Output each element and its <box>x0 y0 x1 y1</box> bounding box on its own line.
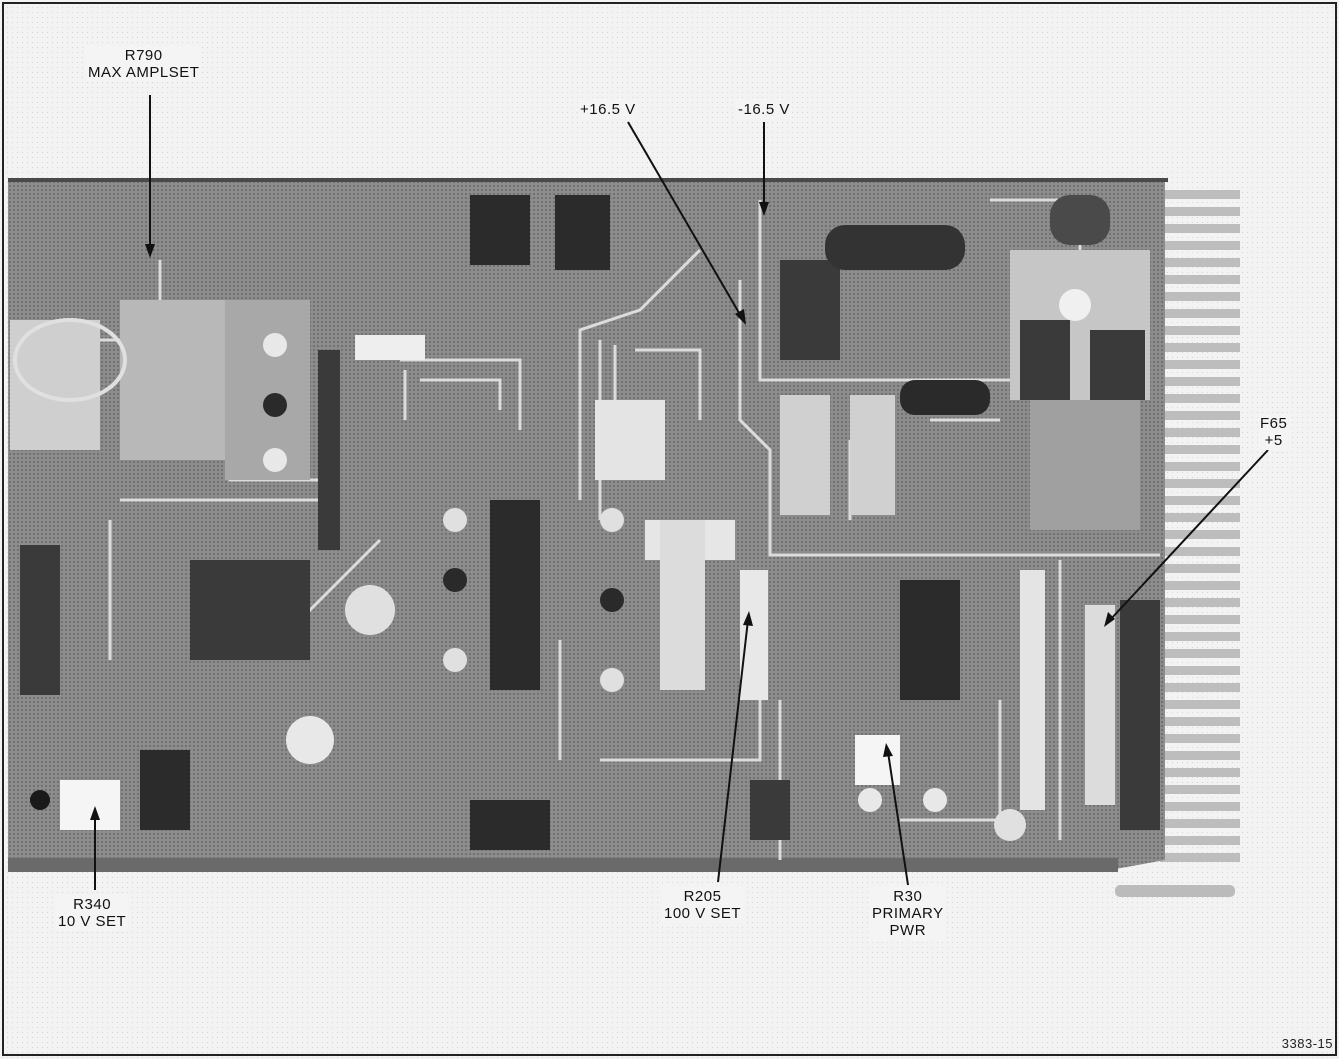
edge-connector-finger <box>1160 496 1240 505</box>
edge-connector-finger <box>1160 683 1240 692</box>
edge-connector-finger <box>1160 802 1240 811</box>
edge-connector-finger <box>1160 394 1240 403</box>
callout-r30-ref: R30 <box>893 888 923 905</box>
figure-number: 3383-15 <box>1281 1036 1333 1051</box>
edge-connector-finger <box>1160 241 1240 250</box>
callout-r340-desc: 10 V SET <box>58 913 127 930</box>
edge-connector-finger <box>1160 462 1240 471</box>
callout-minus-16-5v: -16.5 V <box>736 100 792 119</box>
edge-connector-finger <box>1160 666 1240 675</box>
edge-connector-finger <box>1160 700 1240 709</box>
edge-connector-finger <box>1160 547 1240 556</box>
edge-connector-finger <box>1160 649 1240 658</box>
edge-connector-finger <box>1160 343 1240 352</box>
edge-connector-finger <box>1160 598 1240 607</box>
edge-connector-finger <box>1160 309 1240 318</box>
edge-connector-finger <box>1160 326 1240 335</box>
callout-f65-ref: F65 <box>1260 415 1288 432</box>
edge-connector <box>1160 190 1240 862</box>
callout-r30-desc1: PRIMARY <box>872 905 944 922</box>
edge-connector-finger <box>1160 224 1240 233</box>
callout-f65: F65 +5 <box>1258 414 1290 450</box>
edge-connector-finger <box>1160 479 1240 488</box>
board-components <box>10 195 1235 897</box>
edge-connector-finger <box>1160 445 1240 454</box>
callout-r205-desc: 100 V SET <box>664 905 742 922</box>
leader-arrowheads <box>90 202 1115 820</box>
callout-r30: R30 PRIMARY PWR <box>870 887 946 940</box>
leader-lines <box>94 95 1269 890</box>
edge-connector-finger <box>1160 615 1240 624</box>
edge-connector-finger <box>1160 190 1240 199</box>
callout-minus-16-5v-text: -16.5 V <box>738 101 790 118</box>
edge-connector-finger <box>1160 207 1240 216</box>
callout-r790-desc: MAX AMPLSET <box>88 64 200 81</box>
edge-connector-finger <box>1160 836 1240 845</box>
edge-connector-finger <box>1160 258 1240 267</box>
edge-connector-finger <box>1160 632 1240 641</box>
callout-r205: R205 100 V SET <box>662 887 744 923</box>
callout-r340: R340 10 V SET <box>56 895 129 931</box>
edge-connector-finger <box>1160 751 1240 760</box>
edge-connector-finger <box>1160 513 1240 522</box>
callout-r790-ref: R790 <box>124 47 163 64</box>
board-top-edge <box>8 178 1168 182</box>
edge-connector-finger <box>1160 785 1240 794</box>
edge-connector-finger <box>1160 564 1240 573</box>
leader-f65 <box>1109 449 1269 621</box>
edge-connector-finger <box>1160 360 1240 369</box>
leader-plus165 <box>627 121 743 319</box>
leader-r30 <box>887 751 909 886</box>
edge-connector-finger <box>1160 530 1240 539</box>
leader-r205 <box>717 619 749 883</box>
callout-f65-desc: +5 <box>1264 432 1283 449</box>
callout-r30-desc2: PWR <box>889 922 927 939</box>
edge-connector-finger <box>1160 853 1240 862</box>
edge-connector-finger <box>1160 819 1240 828</box>
callout-plus-16-5v: +16.5 V <box>578 100 638 119</box>
board-bottom-edge <box>8 858 1118 872</box>
edge-connector-finger <box>1160 717 1240 726</box>
callout-r790: R790 MAX AMPLSET <box>86 46 202 82</box>
edge-connector-finger <box>1160 292 1240 301</box>
edge-connector-finger <box>1160 768 1240 777</box>
edge-connector-finger <box>1160 428 1240 437</box>
edge-connector-finger <box>1160 581 1240 590</box>
edge-connector-finger <box>1160 734 1240 743</box>
callout-r205-ref: R205 <box>683 888 722 905</box>
edge-connector-finger <box>1160 411 1240 420</box>
callout-r340-ref: R340 <box>73 896 112 913</box>
edge-connector-finger <box>1160 377 1240 386</box>
edge-connector-finger <box>1160 275 1240 284</box>
callout-plus-16-5v-text: +16.5 V <box>580 101 636 118</box>
